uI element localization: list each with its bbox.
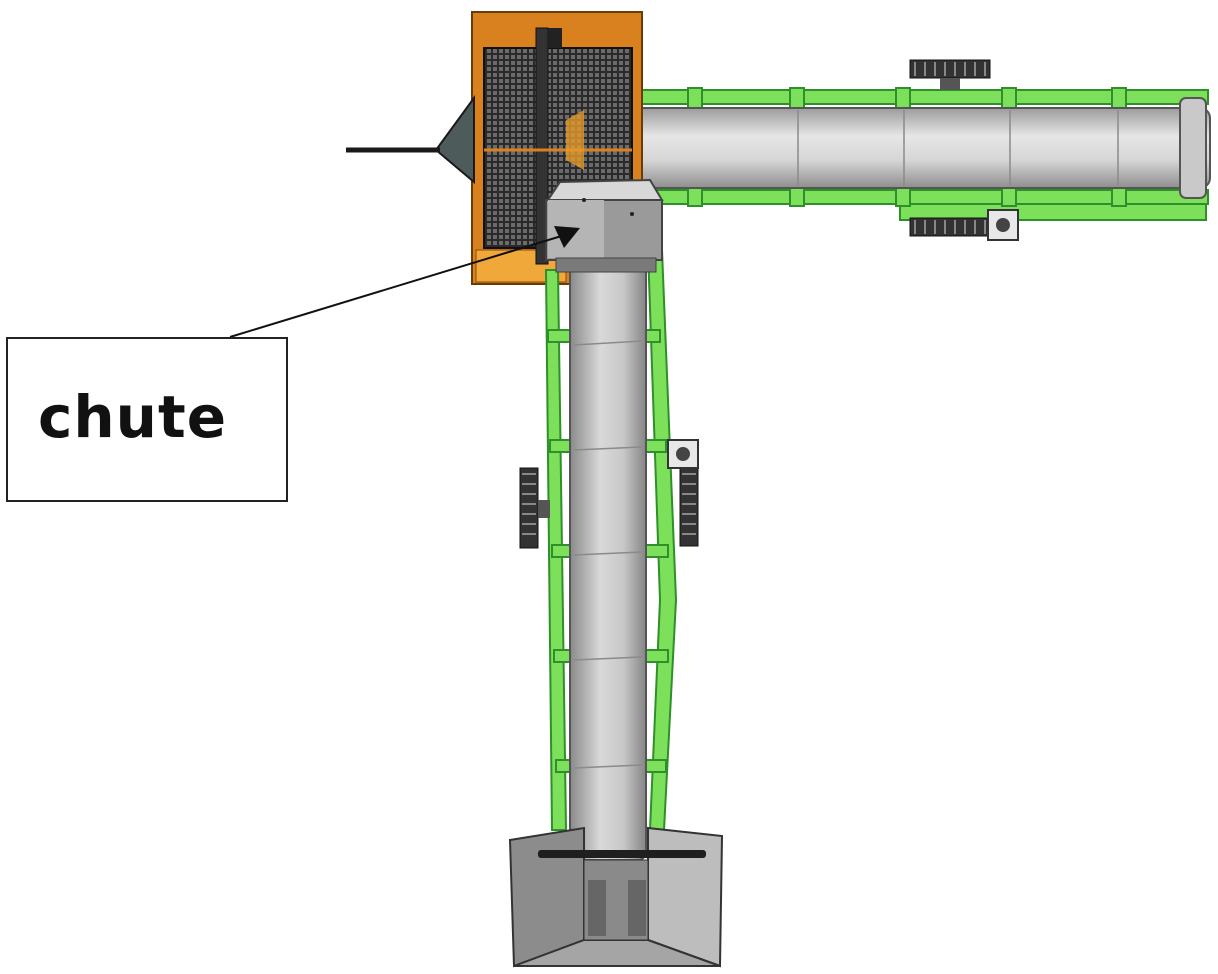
vertical-conveyor (519, 249, 699, 861)
vertical-belt (569, 259, 647, 861)
wheel (519, 467, 539, 549)
discharge-hood (508, 826, 724, 968)
callout-leader (229, 226, 580, 338)
wheel (909, 59, 991, 79)
callout-label: chute (38, 383, 228, 451)
callout-box: chute (6, 337, 288, 502)
horizontal-conveyor (629, 59, 1211, 241)
wheel (909, 217, 991, 237)
arrowhead-icon (554, 226, 580, 248)
transfer-chute (545, 178, 664, 273)
feed-cone (434, 94, 475, 185)
horizontal-belt (631, 107, 1211, 189)
